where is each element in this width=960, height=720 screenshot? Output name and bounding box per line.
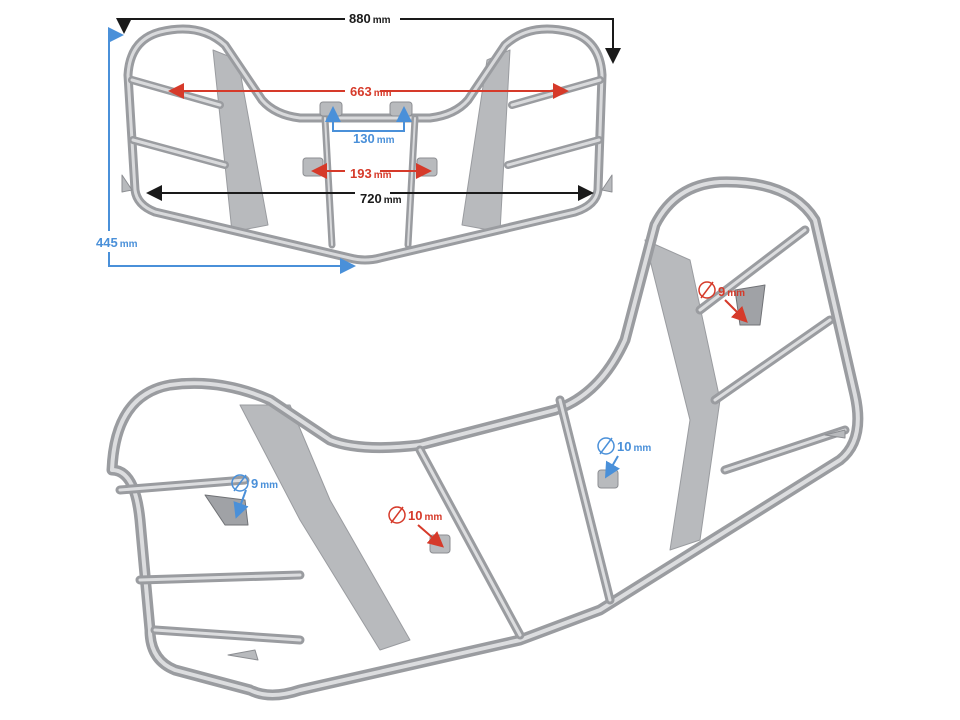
dim-value: 663	[350, 84, 372, 99]
callout-value: 10	[408, 508, 423, 523]
dim-value: 445	[96, 235, 118, 250]
dim-unit: mm	[373, 170, 392, 181]
dim-unit: mm	[383, 195, 402, 206]
callout-unit: mm	[260, 480, 279, 491]
callout-unit: mm	[633, 443, 652, 454]
dim-unit: mm	[119, 239, 138, 250]
dim-unit: mm	[372, 15, 391, 26]
dim-value: 880	[349, 11, 371, 26]
callout-value: 10	[617, 439, 632, 454]
dim-unit: mm	[373, 88, 392, 99]
perspective-rack	[106, 176, 864, 701]
dim-value: 193	[350, 166, 372, 181]
top-view-dimension-lines	[108, 18, 621, 274]
callout-unit: mm	[727, 288, 746, 299]
callout-value: 9	[251, 476, 259, 491]
callout-unit: mm	[424, 512, 443, 523]
dim-value: 720	[360, 191, 382, 206]
dim-value: 130	[353, 131, 375, 146]
dim-unit: mm	[376, 135, 395, 146]
hole-callout-graphics	[231, 281, 748, 548]
callout-value: 9	[718, 284, 726, 299]
